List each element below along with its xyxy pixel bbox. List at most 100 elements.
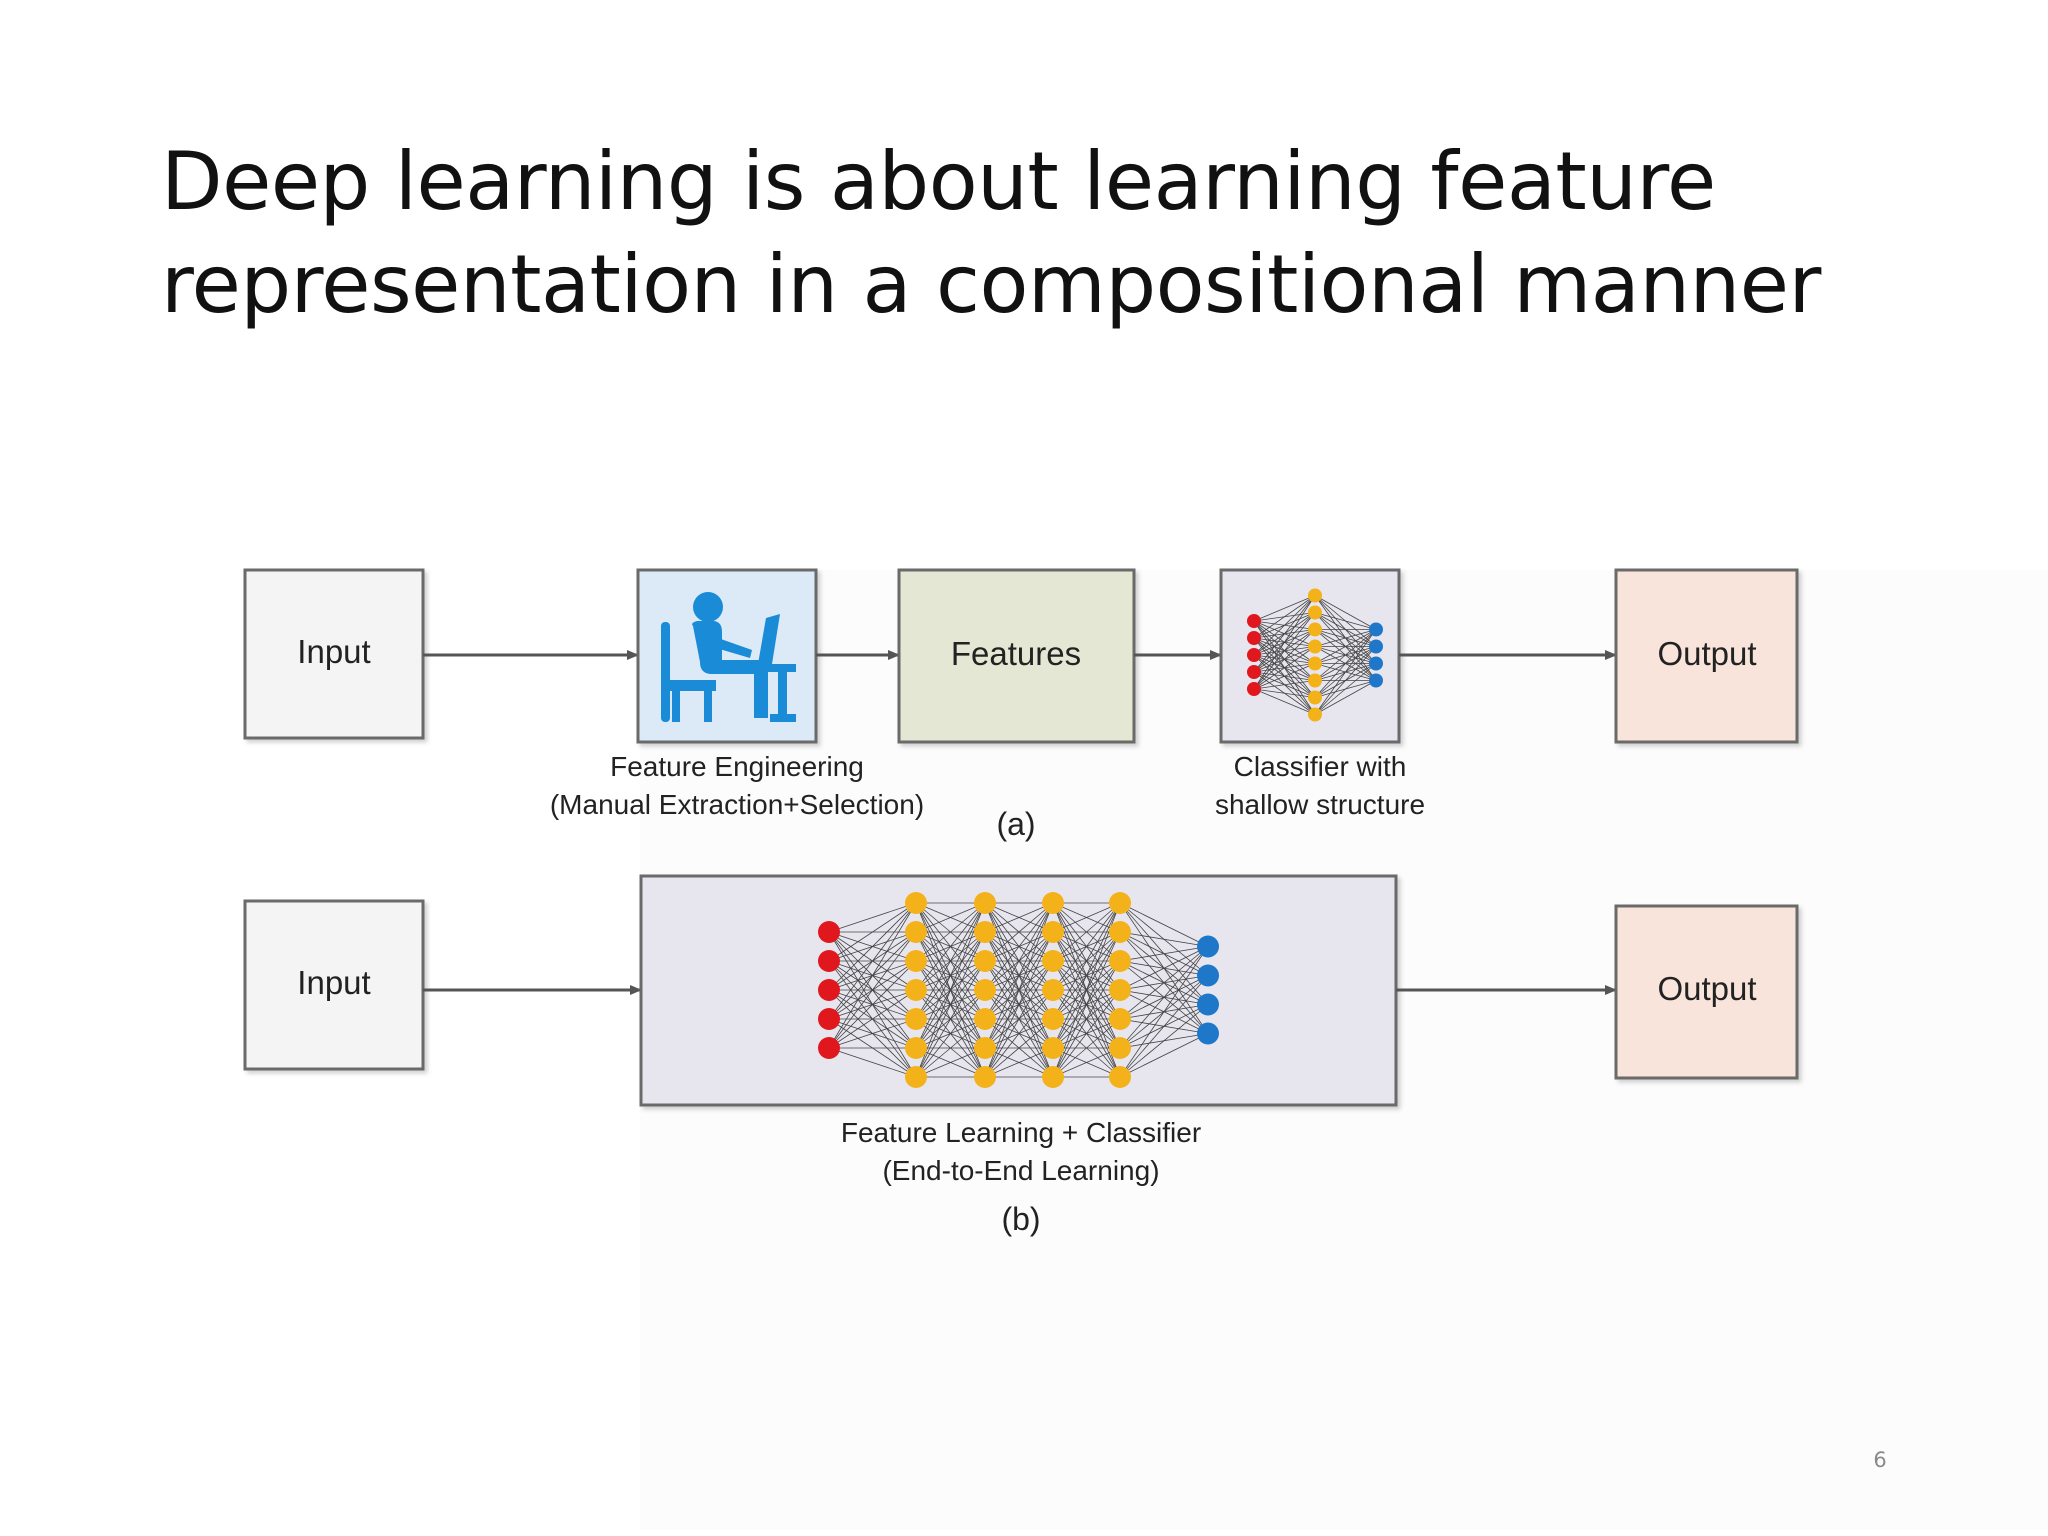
shallow-network-hidden-node <box>1308 690 1322 705</box>
deep-network-hidden-node <box>905 979 927 1001</box>
shallow-network-connection <box>1253 646 1316 690</box>
deep-network-connection <box>915 1018 986 1078</box>
end-to-end-caption-line-2: (End-to-End Learning) <box>882 1155 1159 1186</box>
deep-network-connection <box>1052 902 1121 962</box>
deep-network-connection <box>1119 946 1209 1078</box>
shallow-network-hidden-node <box>1308 639 1322 654</box>
shallow-network-hidden-node <box>1308 707 1322 722</box>
deep-network-hidden-node <box>1109 1066 1131 1088</box>
deep-network-hidden-node <box>974 1066 996 1088</box>
deep-network-connection <box>828 902 917 991</box>
deep-network-hidden-node <box>1042 921 1064 943</box>
deep-network-hidden-node <box>974 950 996 972</box>
deep-network-connection <box>984 931 1054 1078</box>
deep-network-connection <box>984 902 1054 962</box>
deep-network-connection <box>915 989 986 1078</box>
deep-network-connection <box>984 902 1054 933</box>
deep-network-connection <box>915 902 986 991</box>
shallow-network-input-node <box>1247 631 1261 645</box>
deep-network-hidden-node <box>905 892 927 914</box>
slide-title-line-2: representation in a compositional manner <box>161 238 1821 331</box>
deep-network-connection <box>915 902 986 933</box>
deep-network-connection <box>984 902 1054 1049</box>
shallow-network-connection <box>1314 629 1377 647</box>
deep-network-connection <box>1119 931 1209 947</box>
shallow-network-input-node <box>1247 648 1261 662</box>
shallow-network-connection <box>1253 595 1316 622</box>
deep-network-connection <box>915 902 986 1049</box>
deep-network-connection <box>984 902 1054 1020</box>
slide-title-line-1: Deep learning is about learning feature <box>161 135 1716 228</box>
feature-engineering-caption-line-1: Feature Engineering <box>610 751 864 782</box>
shallow-network-input-node <box>1247 614 1261 628</box>
shallow-network-connection <box>1314 629 1377 664</box>
shallow-network-connection <box>1314 663 1377 715</box>
end-to-end-caption-line-1: Feature Learning + Classifier <box>841 1117 1201 1148</box>
shallow-network-connection <box>1253 595 1316 656</box>
deep-network-hidden-node <box>974 892 996 914</box>
deep-network-input-node <box>818 921 840 943</box>
deep-network-connection <box>828 931 917 1049</box>
deep-network-hidden-node <box>1109 1037 1131 1059</box>
deep-network-connection <box>1119 946 1209 962</box>
deep-network-hidden-node <box>1042 1066 1064 1088</box>
deep-network-output-node <box>1197 964 1219 987</box>
output-label-b: Output <box>1657 970 1756 1007</box>
deep-network-connection <box>984 1018 1054 1078</box>
deep-network-hidden-node <box>1109 921 1131 943</box>
input-label-b: Input <box>297 964 370 1001</box>
deep-network-connection <box>1052 1047 1121 1078</box>
deep-network-input-node <box>818 1008 840 1030</box>
deep-network-input-node <box>818 979 840 1001</box>
shallow-network-input-node <box>1247 682 1261 696</box>
shallow-network-connection <box>1253 688 1316 698</box>
deep-network-output-node <box>1197 1022 1219 1045</box>
deep-network-connection <box>1052 989 1121 1078</box>
shallow-network-connection <box>1253 629 1316 690</box>
shallow-network-hidden-node <box>1308 673 1322 688</box>
features-label: Features <box>951 635 1081 672</box>
deep-network-connection <box>984 902 1054 1078</box>
deep-network-connection <box>828 960 917 1049</box>
deep-network-connection <box>1052 902 1121 1049</box>
deep-network-output-node <box>1197 993 1219 1016</box>
deep-network-connection <box>1119 975 1209 1078</box>
deep-network-connection <box>984 989 1054 1078</box>
shallow-network-connection <box>1253 595 1316 690</box>
deep-network-connection <box>828 902 917 1020</box>
shallow-network-connection <box>1314 629 1377 715</box>
shallow-network-connection <box>1314 629 1377 681</box>
deep-network-connection <box>915 902 986 1020</box>
deep-network-connection <box>915 1047 986 1078</box>
deep-network-connection <box>828 902 917 962</box>
deep-network-connection <box>915 902 986 1078</box>
deep-network-hidden-node <box>1109 892 1131 914</box>
deep-network-connection <box>828 989 917 1049</box>
deep-network-connection <box>1119 946 1209 991</box>
classifier-caption-line-2: shallow structure <box>1215 789 1425 820</box>
deep-network-connection <box>984 960 1054 1078</box>
shallow-network-hidden-node <box>1308 605 1322 620</box>
output-box-b <box>1614 904 1799 1080</box>
shallow-network-input-node <box>1247 665 1261 679</box>
feature-engineering-caption-line-2: (Manual Extraction+Selection) <box>550 789 924 820</box>
deep-network-connection <box>984 902 1054 991</box>
shallow-network-hidden-node <box>1308 656 1322 671</box>
output-box-a <box>1614 568 1799 744</box>
features-box <box>897 568 1136 744</box>
shallow-network-hidden-node <box>1308 588 1322 603</box>
deep-network-connection <box>1119 946 1209 1049</box>
shallow-network-connection <box>1314 680 1377 715</box>
input-label-a: Input <box>297 633 370 670</box>
deep-network-connection <box>984 1047 1054 1078</box>
deep-network-hidden-node <box>974 1008 996 1030</box>
deep-network-connection <box>915 902 986 962</box>
shallow-network-connection <box>1253 663 1316 690</box>
slide-title: Deep learning is about learning feature … <box>161 130 1961 336</box>
shallow-network-connection <box>1253 688 1316 715</box>
output-label-a: Output <box>1657 635 1756 672</box>
shallow-network <box>1247 588 1383 722</box>
deep-network-hidden-node <box>1109 979 1131 1001</box>
shallow-network-connection <box>1314 595 1377 630</box>
deep-network-hidden-node <box>974 1037 996 1059</box>
